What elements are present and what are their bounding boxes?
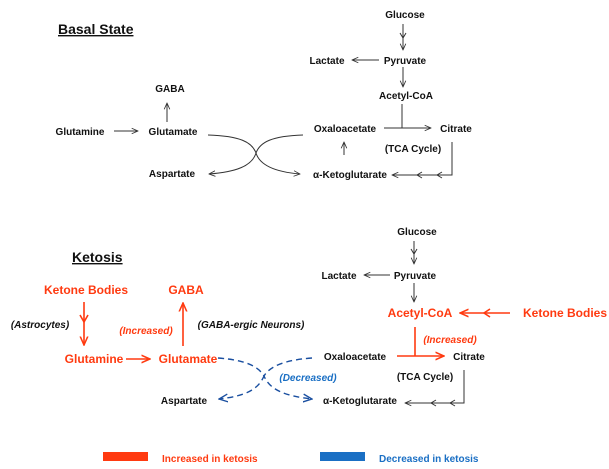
basal-aspartate: Aspartate <box>149 169 196 180</box>
curve-oxaloacetate-akg-k <box>263 357 312 399</box>
ketosis-astrocytes: (Astrocytes) <box>11 320 70 331</box>
basal-acetyl-coa: Acetyl-CoA <box>379 91 433 102</box>
ketosis-pyruvate: Pyruvate <box>394 271 437 282</box>
arrow-head-mid <box>430 399 437 407</box>
arrow-head-mid <box>449 399 456 407</box>
basal-alpha-ketoglutarate: α-Ketoglutarate <box>313 170 387 181</box>
arrow-head-mid <box>416 171 423 179</box>
ketosis-section: Ketosis Glucose Pyruvate Lactate Acetyl-… <box>11 227 608 407</box>
ketosis-gaba-neurons: (GABA-ergic Neurons) <box>198 320 305 331</box>
ketosis-glutamine: Glutamine <box>65 352 124 366</box>
legend-swatch-increased <box>103 452 148 461</box>
arrow-head-mid <box>399 32 407 39</box>
legend: Increased in ketosis Decreased in ketosi… <box>103 452 479 465</box>
arrow-citrate-akg <box>392 142 453 175</box>
ketosis-ketone-bodies-left: Ketone Bodies <box>44 283 128 297</box>
basal-oxaloacetate: Oxaloacetate <box>314 124 377 135</box>
ketosis-glucose: Glucose <box>397 227 437 238</box>
basal-lactate: Lactate <box>309 56 344 67</box>
ketosis-ketone-bodies-right: Ketone Bodies <box>523 306 607 320</box>
ketosis-decreased: (Decreased) <box>279 373 337 384</box>
legend-label-increased: Increased in ketosis <box>162 454 258 465</box>
ketosis-gaba: GABA <box>168 283 204 297</box>
ketosis-tca-cycle: (TCA Cycle) <box>397 372 453 383</box>
ketosis-aspartate: Aspartate <box>161 396 208 407</box>
ketosis-citrate: Citrate <box>453 352 485 363</box>
curve-glutamate-aspartate <box>207 134 257 174</box>
basal-glucose: Glucose <box>385 10 425 21</box>
arrow-head-mid <box>79 314 89 324</box>
arrow-head-mid <box>410 248 418 255</box>
basal-state-section: Basal State Glucose Pyruvate Lactate Ace… <box>56 10 473 181</box>
basal-tca-cycle: (TCA Cycle) <box>385 144 441 155</box>
basal-glutamine: Glutamine <box>56 127 105 138</box>
ketosis-lactate: Lactate <box>321 271 356 282</box>
basal-title: Basal State <box>58 21 134 37</box>
curve-oxaloacetate-akg <box>255 134 304 174</box>
legend-label-decreased: Decreased in ketosis <box>379 454 479 465</box>
ketosis-acetyl-coa: Acetyl-CoA <box>388 306 453 320</box>
arrow-head-mid <box>482 308 491 318</box>
ketosis-alpha-ketoglutarate: α-Ketoglutarate <box>323 396 397 407</box>
ketosis-increased-gaba: (Increased) <box>119 326 173 337</box>
ketosis-oxaloacetate: Oxaloacetate <box>324 352 387 363</box>
basal-gaba: GABA <box>155 84 184 95</box>
arrow-citrate-akg-k <box>405 370 465 403</box>
legend-swatch-decreased <box>320 452 365 461</box>
arrow-head-mid <box>436 171 443 179</box>
basal-citrate: Citrate <box>440 124 472 135</box>
basal-glutamate: Glutamate <box>149 127 198 138</box>
curve-glutamate-aspartate-k <box>218 357 265 399</box>
ketosis-glutamate: Glutamate <box>159 352 218 366</box>
ketosis-title: Ketosis <box>72 249 123 265</box>
basal-pyruvate: Pyruvate <box>384 56 427 67</box>
ketosis-increased-tca: (Increased) <box>423 335 477 346</box>
